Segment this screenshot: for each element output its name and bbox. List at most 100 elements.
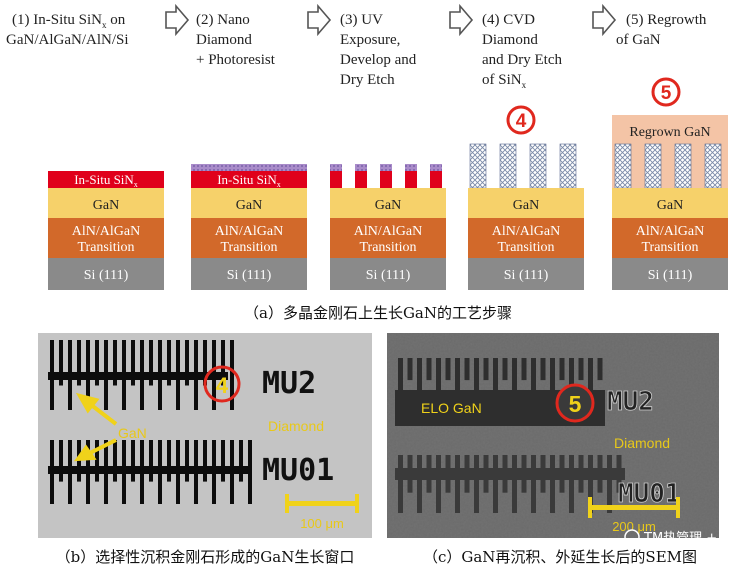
marking-mu01-b: MU01 [262,453,334,488]
svg-text:GaN/AlGaN/AlN/Si: GaN/AlGaN/AlN/Si [6,32,129,48]
step-4-marker: 4 [506,105,536,135]
svg-text:In-Situ SiNx: In-Situ SiNx [74,172,138,189]
comb-finger [407,358,413,381]
caption-c: （c）GaN再沉积、外延生长后的SEM图 [423,548,697,566]
comb-finger [185,340,189,386]
comb-finger [95,440,99,482]
svg-text:(5) Regrowth: (5) Regrowth [626,12,707,28]
comb-finger [540,358,546,381]
stack-2: In-Situ SiNx GaN AlN/AlGaN Transition Si… [191,164,307,290]
svg-text:GaN: GaN [375,198,401,213]
comb-finger [212,340,216,410]
comb-finger [203,440,207,482]
step-1-text: (1) In-Situ SiNx on GaN/AlGaN/AlN/Si [6,12,129,48]
svg-text:Exposure,: Exposure, [340,32,400,48]
arrow-right-icon [307,3,332,37]
svg-text:Si (111): Si (111) [504,268,549,283]
svg-text:of SiNx: of SiNx [482,72,527,90]
comb-finger [512,455,517,513]
label-gan-b: GaN [118,425,147,441]
svg-text:(3) UV: (3) UV [340,12,383,28]
svg-text:Transition: Transition [641,240,698,255]
marking-mu2-c: MU2 [607,387,654,417]
comb-finger [59,440,63,482]
comb-finger [122,340,126,410]
svg-text:100 μm: 100 μm [300,516,344,531]
svg-text:5: 5 [661,83,672,104]
comb-finger [531,455,536,513]
comb-finger [445,358,451,381]
comb-finger [131,340,135,386]
process-arrows [165,3,617,37]
svg-text:AlN/AlGaN: AlN/AlGaN [636,224,704,239]
svg-text:AlN/AlGaN: AlN/AlGaN [72,224,140,239]
comb-finger [436,358,441,392]
svg-text:TM热管理 +: TM热管理 + [643,531,717,546]
comb-finger [50,340,54,410]
comb-finger [167,440,171,482]
comb-finger [607,455,612,513]
label-diamond-b: Diamond [268,418,324,434]
svg-text:Si (111): Si (111) [227,268,272,283]
caption-b: （b）选择性沉积金刚石形成的GaN生长窗口 [56,548,355,566]
comb-finger [230,440,234,504]
comb-finger [131,440,135,482]
svg-text:GaN: GaN [513,198,539,213]
comb-finger [417,455,422,513]
comb-finger [86,340,90,410]
comb-finger [68,440,72,504]
comb-finger [104,440,108,504]
comb-finger [521,358,527,381]
svg-text:AlN/AlGaN: AlN/AlGaN [354,224,422,239]
svg-text:Si (111): Si (111) [648,268,693,283]
arrow-right-icon [592,3,617,37]
watermark: TM热管理 + [624,529,717,546]
arrow-right-icon [449,3,474,37]
comb-finger [140,440,144,504]
label-elo-gan: ELO GaN [421,400,482,416]
svg-text:200 μm: 200 μm [612,519,656,534]
svg-text:(4) CVD: (4) CVD [482,12,535,28]
comb-finger [248,440,252,504]
svg-text:(1) In-Situ SiNx on: (1) In-Situ SiNx on [12,12,126,30]
comb-finger [239,440,243,482]
svg-text:and Dry Etch: and Dry Etch [482,52,562,68]
svg-text:Transition: Transition [220,240,277,255]
svg-text:Transition: Transition [359,240,416,255]
comb-finger [426,358,432,381]
comb-finger [113,440,117,482]
comb-finger [176,440,180,504]
stack-3: GaN AlN/AlGaN Transition Si (111) [330,164,446,290]
step-3-text: (3) UV Exposure, Develop and Dry Etch [340,12,417,88]
scale-bar-b: 100 μm [285,494,359,531]
svg-text:AlN/AlGaN: AlN/AlGaN [492,224,560,239]
sem-image-b: MU2 MU01 4 Diamond GaN 100 μm [38,333,372,538]
comb-finger [597,358,603,381]
comb-finger [464,358,470,381]
svg-text:AlN/AlGaN: AlN/AlGaN [215,224,283,239]
svg-text:of GaN: of GaN [616,32,661,48]
comb-finger [176,340,180,410]
comb-finger [455,358,460,392]
svg-text:Si (111): Si (111) [84,268,129,283]
stack-5: Regrown GaN GaN AlN/AlGaN Transition Si … [612,115,728,290]
scale-bar-c: 200 μm [588,497,680,534]
comb-finger [167,340,171,386]
wechat-icon [624,529,640,545]
comb-finger [140,340,144,410]
comb-finger [436,455,441,513]
svg-text:GaN: GaN [93,198,119,213]
svg-text:Si (111): Si (111) [366,268,411,283]
comb-finger [194,340,198,410]
comb-finger [455,455,460,513]
svg-text:In-Situ SiNx: In-Situ SiNx [217,172,281,189]
comb-finger [417,358,422,392]
sem-image-c: ELO GaN Diamond MU2 MU01 5 200 μm [387,333,719,538]
stack-4: GaN AlN/AlGaN Transition Si (111) [468,143,584,290]
comb-finger [493,455,498,513]
comb-finger [569,358,574,392]
marking-mu01-c: MU01 [618,479,681,509]
svg-text:Transition: Transition [497,240,554,255]
comb-finger [502,358,508,381]
comb-finger [398,358,403,392]
